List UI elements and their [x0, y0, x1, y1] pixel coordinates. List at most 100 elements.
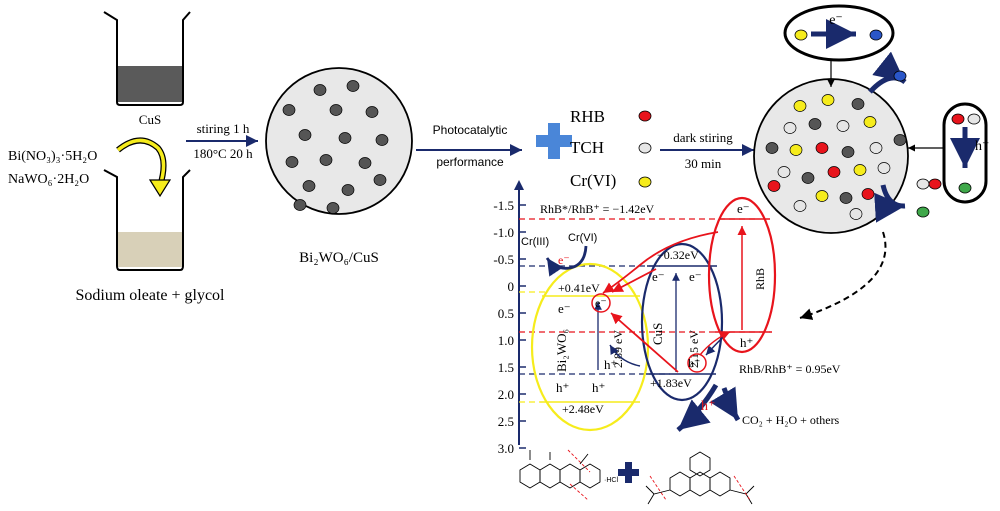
pour-arrow — [116, 138, 166, 187]
solvent-label: Sodium oleate + glycol — [76, 287, 226, 304]
adsorbed-pollutant-dot — [815, 190, 829, 202]
pollutant-tch-dot — [638, 142, 652, 154]
step1-bottom: 180°C 20 h — [193, 146, 253, 161]
adsorbed-pollutant-dot — [861, 188, 875, 200]
released-rhb-dot — [928, 178, 942, 190]
cus-hole-label: h⁺ — [604, 357, 617, 372]
adsorbed-pollutant-dot — [836, 120, 850, 132]
adsorbed-pollutant-dot — [765, 142, 779, 154]
bi2wo6-hole-1: h⁺ — [556, 380, 569, 395]
trapped-electron: e⁻ — [595, 296, 607, 310]
trapped-hole: h⁺ — [688, 356, 700, 370]
precursor-2: NaWO₆·2H₂O — [8, 172, 89, 187]
cus-label: CuS — [139, 112, 161, 127]
trapped-electron-ring — [591, 293, 611, 313]
rhb-structure — [645, 451, 755, 505]
adsorbed-pollutant-dot — [793, 100, 807, 112]
pour-arrow-head — [148, 179, 172, 198]
step1-top: stiring 1 h — [197, 121, 250, 136]
rhb-excited-label: RhB*/RhB⁺ = −1.42eV — [540, 202, 655, 216]
hole-transfer-arrow — [609, 344, 641, 367]
cus-particle-dot — [329, 104, 343, 116]
reduction-electron: e⁻ — [558, 253, 570, 267]
cus-label: CuS — [650, 323, 665, 345]
pollutant-cr6: Cr(VI) — [570, 171, 616, 190]
products-label: CO₂ + H₂O + others — [742, 413, 840, 427]
axis-tick-label: 1.0 — [498, 333, 514, 348]
cus-particle-dot — [373, 174, 387, 186]
inset-cr3-dot — [869, 29, 883, 41]
hole-inset-product-dot — [958, 182, 972, 194]
axis-tick-label: 3.0 — [498, 441, 514, 456]
cus-particle-dot — [293, 199, 307, 211]
dark-bottom: 30 min — [685, 156, 722, 171]
bi2wo6-label: Bi₂WO₆ — [554, 329, 569, 372]
hole-up-arrow — [699, 331, 731, 356]
rhb-label: RhB — [753, 268, 767, 290]
adsorbed-pollutant-dot — [783, 122, 797, 134]
axis-tick-label: 0 — [508, 279, 515, 294]
hole-inset-rhb-dot — [951, 113, 965, 125]
cr3-label: Cr(III) — [521, 236, 549, 248]
adsorbed-pollutant-dot — [863, 116, 877, 128]
cus-particle-dot — [313, 84, 327, 96]
adsorbed-pollutant-dot — [851, 98, 865, 110]
hole-inset-tch-dot — [967, 113, 981, 125]
pollutant-cr6-dot — [638, 176, 652, 188]
rhb-hole: h⁺ — [740, 335, 753, 350]
cus-particle-dot — [285, 156, 299, 168]
precursor-1: Bi(NO₃)₃·5H₂O — [8, 149, 97, 164]
adsorbed-pollutant-dot — [801, 172, 815, 184]
cus-particle-dot — [302, 180, 316, 192]
axis-ticks: -1.5-1.0-0.500.51.01.52.02.53.0 — [493, 198, 526, 456]
adsorbed-pollutant-dot — [827, 166, 841, 178]
axis-tick-label: 2.0 — [498, 387, 514, 402]
axis-tick-label: -0.5 — [493, 252, 514, 267]
product-particle — [265, 67, 413, 215]
trapped-hole-ring — [687, 353, 707, 373]
adsorbed-pollutant-dot — [877, 162, 891, 174]
pollutant-tch: TCH — [570, 138, 604, 157]
pollutant-rhb-dot — [638, 110, 652, 122]
hcl-label: ·HCl — [604, 477, 618, 484]
bi2wo6-cb-label: +0.41eV — [558, 281, 600, 295]
beaker-precursor — [103, 169, 191, 271]
released-tch-dot — [916, 178, 930, 190]
degradation-hole: h⁺ — [701, 399, 715, 414]
adsorbed-pollutant-dot — [789, 144, 803, 156]
cus-particle-dot — [298, 129, 312, 141]
dark-top: dark stiring — [673, 130, 733, 145]
axis-tick-label: -1.5 — [493, 198, 514, 213]
cus-particle-dot — [326, 202, 340, 214]
release-arrow-bottom — [874, 184, 906, 223]
adsorbed-pollutant-dot — [841, 146, 855, 158]
cus-gap: 2.15 eV — [687, 330, 701, 368]
adsorbed-pollutant-dot — [777, 166, 791, 178]
inset-electron-label: e⁻ — [829, 13, 843, 28]
released-cr3-dot — [893, 70, 907, 82]
beaker-cus — [103, 11, 191, 106]
adsorbed-dots — [765, 94, 907, 220]
cus-particle-dot — [338, 132, 352, 144]
cus-electron-2: e⁻ — [689, 269, 702, 284]
degradation-arrow-right — [709, 386, 741, 422]
rhb-electron: e⁻ — [737, 201, 750, 216]
pollutant-rhb: RHB — [570, 107, 605, 126]
cus-to-bi-electron-arrow — [611, 268, 657, 293]
tch-structure — [519, 449, 601, 501]
cus-particle-dot — [365, 106, 379, 118]
energy-axis-arrow — [514, 180, 524, 190]
adsorbed-pollutant-dot — [815, 142, 829, 154]
axis-tick-label: 2.5 — [498, 414, 514, 429]
test-label-1: Photocatalytic — [433, 123, 508, 137]
cus-particle-dot — [282, 104, 296, 116]
molecule-plus-icon — [618, 462, 639, 483]
cus-particle-dot — [319, 154, 333, 166]
adsorbed-pollutant-dot — [821, 94, 835, 106]
adsorbed-pollutant-dot — [793, 200, 807, 212]
bi2wo6-band — [530, 262, 650, 432]
bi2wo6-electron: e⁻ — [558, 301, 571, 316]
bi2wo6-vb-label: +2.48eV — [562, 402, 604, 416]
adsorbed-pollutant-dot — [767, 180, 781, 192]
